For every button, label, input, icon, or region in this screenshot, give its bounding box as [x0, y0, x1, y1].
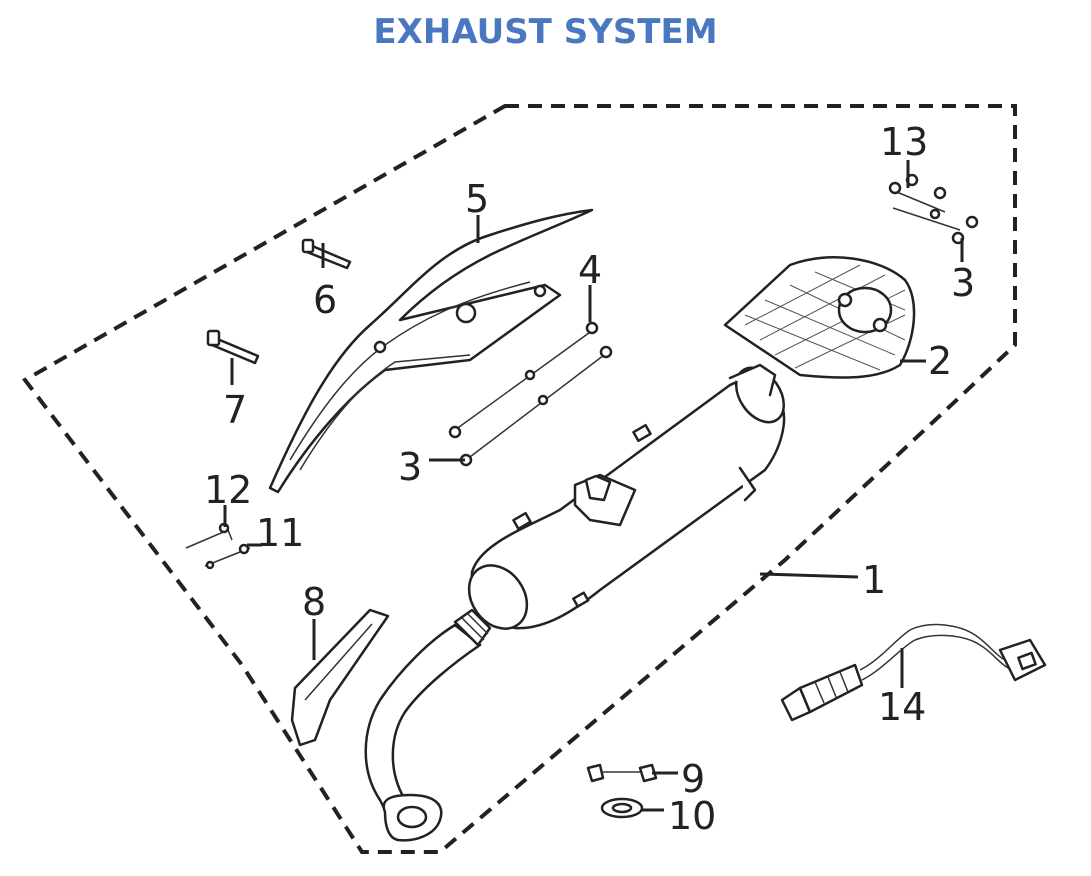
part-13-bracket[interactable] — [888, 173, 979, 245]
part-1-exhaust-pipe[interactable] — [364, 608, 492, 842]
part-10-washer[interactable] — [600, 797, 644, 819]
callout-8: 8 — [302, 580, 326, 624]
callout-12: 12 — [204, 468, 252, 512]
callout-5: 5 — [465, 177, 489, 221]
callout-2: 2 — [928, 339, 952, 383]
part-11-clip[interactable] — [204, 543, 251, 570]
leader-lines — [223, 160, 964, 812]
callout-labels: 1 2 3 3 4 5 6 7 8 9 10 11 12 13 14 — [204, 120, 975, 838]
part-1-muffler[interactable] — [457, 359, 793, 640]
part-14-oxygen-sensor[interactable] — [780, 623, 1047, 722]
callout-13: 13 — [880, 120, 928, 164]
callout-10: 10 — [668, 794, 716, 838]
callout-6: 6 — [313, 278, 337, 322]
part-5-heat-shield-cover[interactable] — [268, 208, 594, 494]
page-title: EXHAUST SYSTEM — [373, 12, 718, 52]
assembly-boundary — [22, 104, 1017, 854]
callout-9: 9 — [681, 757, 705, 801]
part-4-clamp-band[interactable] — [448, 321, 599, 439]
part-9-bolts[interactable] — [586, 763, 658, 783]
callout-4: 4 — [578, 248, 602, 292]
callout-1: 1 — [862, 558, 886, 602]
part-3-clamp-band[interactable] — [459, 345, 613, 467]
part-7-bolt[interactable] — [206, 329, 260, 365]
part-8-guard-plate[interactable] — [290, 608, 390, 747]
callout-14: 14 — [878, 685, 926, 729]
part-12-clip[interactable] — [185, 522, 233, 549]
callout-3-lower: 3 — [398, 445, 422, 489]
part-2-muffler-end-cap[interactable] — [723, 256, 916, 379]
part-6-bolt[interactable] — [301, 238, 352, 270]
callout-11: 11 — [256, 511, 304, 555]
callout-3-upper: 3 — [951, 261, 975, 305]
callout-7: 7 — [223, 388, 247, 432]
